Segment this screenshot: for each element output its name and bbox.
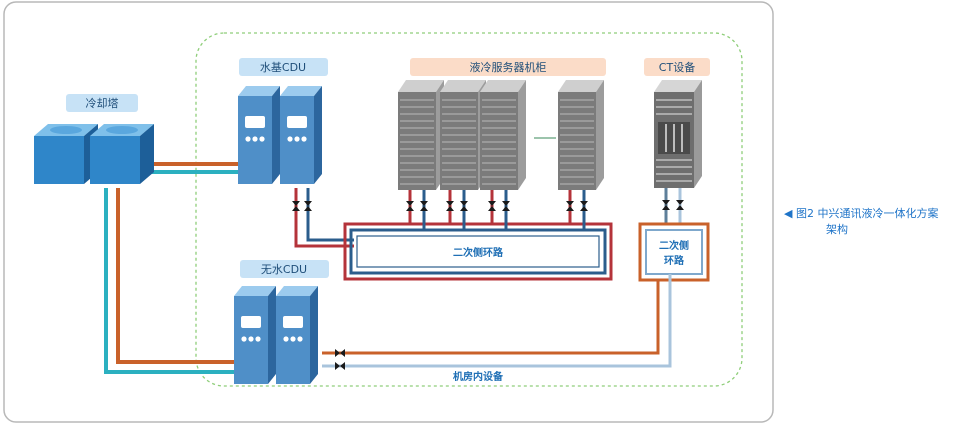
secondary-loop-inner xyxy=(356,235,600,268)
waterless-cdu-label: 无水CDU xyxy=(261,263,307,276)
caption-line-1: 图2 中兴通讯液冷一体化方案 xyxy=(795,207,939,220)
secondary-loop-outer xyxy=(343,222,613,281)
room-devices-label: 机房内设备 xyxy=(453,370,504,383)
water-cdu-label: 水基CDU xyxy=(260,61,306,74)
caption-arrow-icon: ◀ xyxy=(784,207,793,220)
small-loop-label-2: 环路 xyxy=(664,254,685,267)
figure-caption: ◀ 图2 中兴通讯液冷一体化方案 架构 xyxy=(784,206,960,238)
waterless-to-ct-pipes xyxy=(322,274,672,368)
water-cdu-units xyxy=(238,86,322,184)
ct-device xyxy=(654,80,702,188)
tower-to-cdu-pipes xyxy=(138,162,240,174)
secondary-loop-middle xyxy=(349,228,607,275)
tower-to-waterless-pipes xyxy=(104,188,236,374)
cooling-tower-label-bg xyxy=(66,94,138,112)
cooling-tower-label: 冷却塔 xyxy=(86,97,119,110)
rack-label-bg xyxy=(410,58,606,76)
ct-label: CT设备 xyxy=(659,60,695,74)
small-loop-inner xyxy=(645,229,703,275)
rack-label: 液冷服务器机柜 xyxy=(470,60,547,74)
server-racks xyxy=(397,79,605,191)
small-loop-label-1: 二次侧 xyxy=(659,239,689,252)
waterless-cdu-units xyxy=(234,286,318,384)
caption-line-2: 架构 xyxy=(826,223,848,236)
water-cdu-label-bg xyxy=(239,58,328,76)
waterless-cdu-label-bg xyxy=(240,260,329,278)
cooling-tower xyxy=(34,124,154,184)
ct-label-bg xyxy=(644,58,710,76)
secondary-loop-label: 二次侧环路 xyxy=(453,246,504,259)
